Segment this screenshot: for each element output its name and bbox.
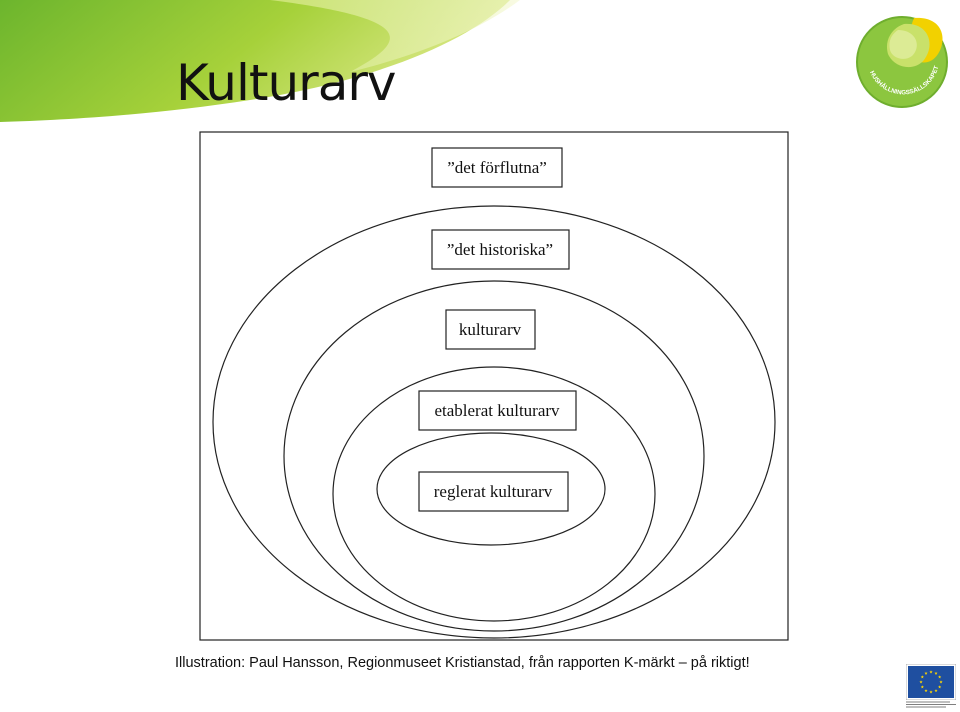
box-label: kulturarv <box>459 320 522 339</box>
illustration-caption: Illustration: Paul Hansson, Regionmuseet… <box>175 655 750 671</box>
box-label: ”det förflutna” <box>447 158 547 177</box>
box-det-forflutna: ”det förflutna” <box>431 147 563 188</box>
box-kulturarv: kulturarv <box>445 309 536 350</box>
eu-star <box>934 671 938 675</box>
ellipse-kulturarv <box>283 280 705 632</box>
diagram-frame <box>199 131 789 641</box>
box-label: etablerat kulturarv <box>434 401 560 420</box>
eu-star <box>924 688 928 693</box>
ellipse-historiska <box>212 205 776 639</box>
box-etablerat-kulturarv: etablerat kulturarv <box>418 390 577 431</box>
slide-title: Kulturarv <box>176 54 397 112</box>
hushallningssallskapet-logo: HUSHÅLLNINGSSÄLLSKAPET <box>856 16 948 108</box>
eu-star <box>934 688 938 693</box>
cultural-heritage-diagram: ”det förflutna” ”det historiska” kultura… <box>199 131 789 641</box>
box-label: reglerat kulturarv <box>434 482 553 501</box>
eu-star <box>939 680 943 684</box>
box-det-historiska: ”det historiska” <box>431 229 570 270</box>
green-swoosh-decoration <box>0 0 520 122</box>
eu-star <box>929 670 933 674</box>
eu-star <box>920 675 924 679</box>
box-label: ”det historiska” <box>447 240 553 259</box>
eu-star <box>919 680 923 684</box>
eu-fund-text <box>906 701 956 708</box>
ellipse-reglerat <box>376 432 606 546</box>
eu-star <box>938 685 942 689</box>
ellipse-etablerat <box>332 366 656 622</box>
eu-star <box>920 685 924 689</box>
box-reglerat-kulturarv: reglerat kulturarv <box>418 471 569 512</box>
eu-star <box>929 690 933 694</box>
eu-star <box>924 671 928 675</box>
eu-flag-icon <box>906 664 956 700</box>
eu-star <box>938 675 942 679</box>
